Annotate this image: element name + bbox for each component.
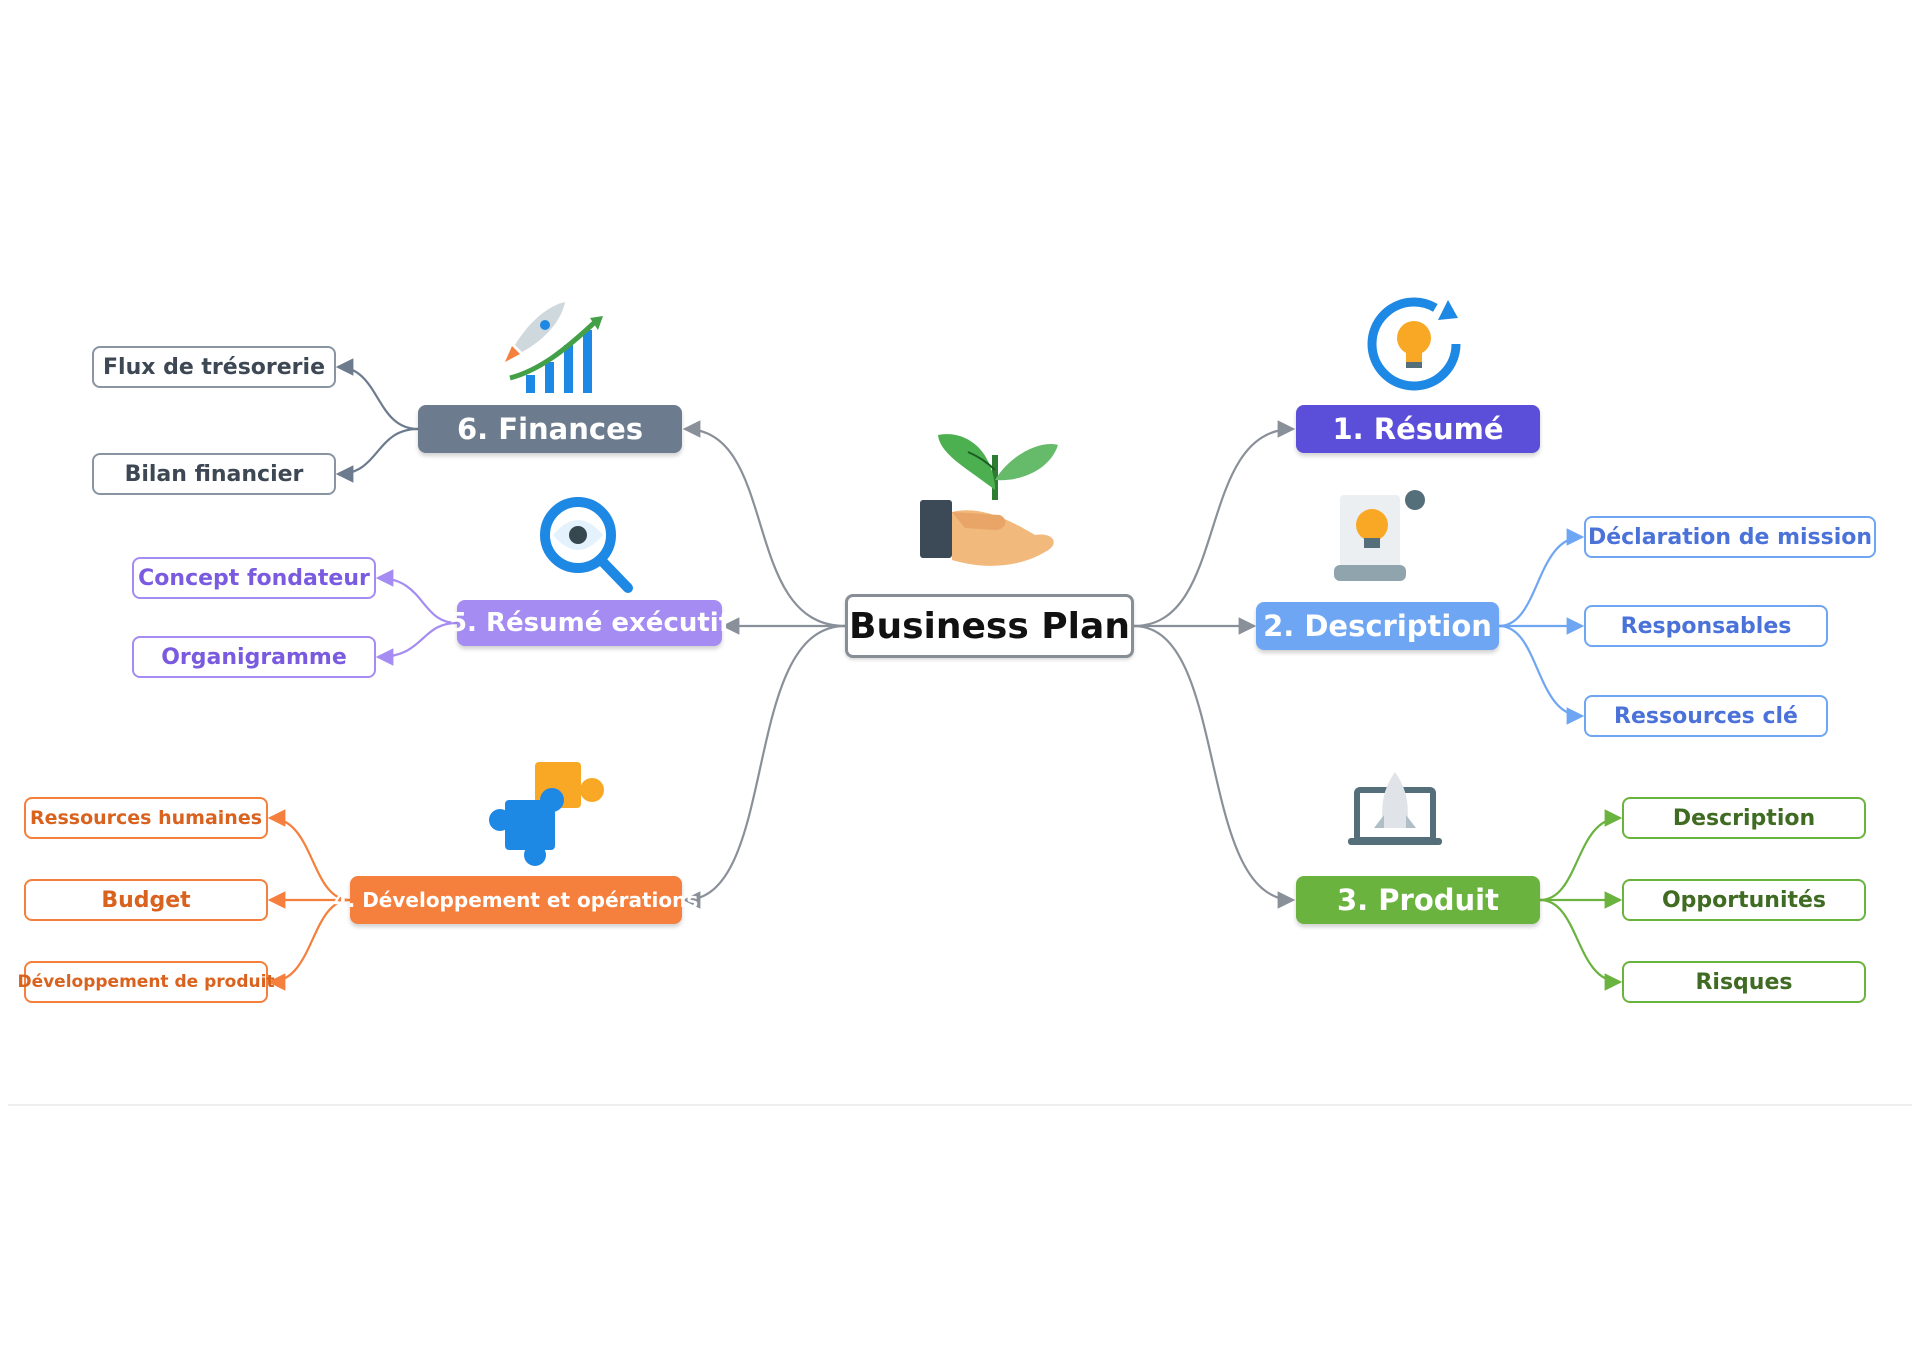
- plant-in-hand-icon: [920, 434, 1058, 566]
- leaf-ressources-cle[interactable]: Ressources clé: [1584, 695, 1828, 737]
- leaf-opportunites[interactable]: Opportunités: [1622, 879, 1866, 921]
- connector-ressources-cle: [1498, 624, 1585, 725]
- connector-flux: [335, 358, 419, 431]
- puzzle-pieces-icon: [489, 762, 604, 866]
- leaf-label: Risques: [1695, 969, 1793, 995]
- leaf-label: Description: [1672, 805, 1816, 831]
- rocket-growth-chart-icon: [505, 302, 603, 393]
- branch-produit[interactable]: 3. Produit: [1296, 876, 1540, 924]
- divider-line: [8, 1104, 1912, 1106]
- branch-developpement[interactable]: 4. Développement et opérations: [334, 876, 698, 924]
- connector-developpement-produit: [267, 898, 351, 991]
- connector-declaration: [1498, 528, 1585, 628]
- leaf-description-produit[interactable]: Description: [1622, 797, 1866, 839]
- central-node-label: Business Plan: [849, 605, 1130, 647]
- leaf-label: Ressources clé: [1614, 703, 1798, 729]
- leaf-label: Responsables: [1620, 613, 1792, 639]
- lightbulb-refresh-icon: [1367, 297, 1461, 391]
- leaf-label: Opportunités: [1661, 887, 1827, 913]
- leaf-label: Budget: [101, 887, 191, 913]
- branch-finances-label: 6. Finances: [456, 412, 644, 446]
- central-node[interactable]: Business Plan: [845, 594, 1134, 658]
- leaf-responsables[interactable]: Responsables: [1584, 605, 1828, 647]
- leaf-organigramme[interactable]: Organigramme: [132, 636, 376, 678]
- leaf-label: Flux de trésorerie: [103, 354, 325, 380]
- leaf-developpement-de-produit[interactable]: Développement de produit: [17, 961, 275, 1003]
- leaf-label: Concept fondateur: [138, 565, 370, 591]
- leaf-bilan-financier[interactable]: Bilan financier: [92, 453, 336, 495]
- leaf-label: Déclaration de mission: [1587, 524, 1873, 550]
- connector-produit: [1133, 624, 1296, 909]
- leaf-risques[interactable]: Risques: [1622, 961, 1866, 1003]
- lightbulb-scroll-icon: [1334, 490, 1425, 581]
- connector-risques: [1539, 898, 1623, 991]
- connector-description-produit: [1539, 809, 1623, 902]
- branch-description-label: 2. Description: [1263, 609, 1492, 643]
- laptop-rocket-icon: [1348, 772, 1442, 845]
- connector-developpement: [682, 624, 846, 909]
- leaf-label: Bilan financier: [124, 461, 304, 487]
- branch-resume[interactable]: 1. Résumé: [1296, 405, 1540, 453]
- connector-bilan: [335, 427, 419, 483]
- leaf-label: Ressources humaines: [29, 807, 263, 829]
- magnifier-eye-icon: [540, 497, 633, 593]
- connector-organigramme: [375, 621, 458, 666]
- connector-concept: [375, 569, 458, 625]
- branch-produit-label: 3. Produit: [1337, 883, 1499, 917]
- leaf-flux-de-tresorerie[interactable]: Flux de trésorerie: [92, 346, 336, 388]
- leaf-declaration-de-mission[interactable]: Déclaration de mission: [1584, 516, 1876, 558]
- leaf-label: Organigramme: [161, 644, 347, 670]
- branch-resume-label: 1. Résumé: [1332, 412, 1504, 446]
- branch-description[interactable]: 2. Description: [1256, 602, 1499, 650]
- connector-ressources-humaines: [267, 809, 351, 902]
- branch-resume-executif-label: 5. Résumé exécutif: [448, 608, 731, 638]
- connector-resume: [1133, 420, 1296, 628]
- leaf-concept-fondateur[interactable]: Concept fondateur: [132, 557, 376, 599]
- branch-developpement-label: 4. Développement et opérations: [333, 888, 699, 912]
- leaf-ressources-humaines[interactable]: Ressources humaines: [24, 797, 268, 839]
- branch-resume-executif[interactable]: 5. Résumé exécutif: [449, 600, 730, 646]
- leaf-budget[interactable]: Budget: [24, 879, 268, 921]
- branch-finances[interactable]: 6. Finances: [418, 405, 682, 453]
- leaf-label: Développement de produit: [17, 972, 275, 992]
- connector-finances: [682, 420, 846, 628]
